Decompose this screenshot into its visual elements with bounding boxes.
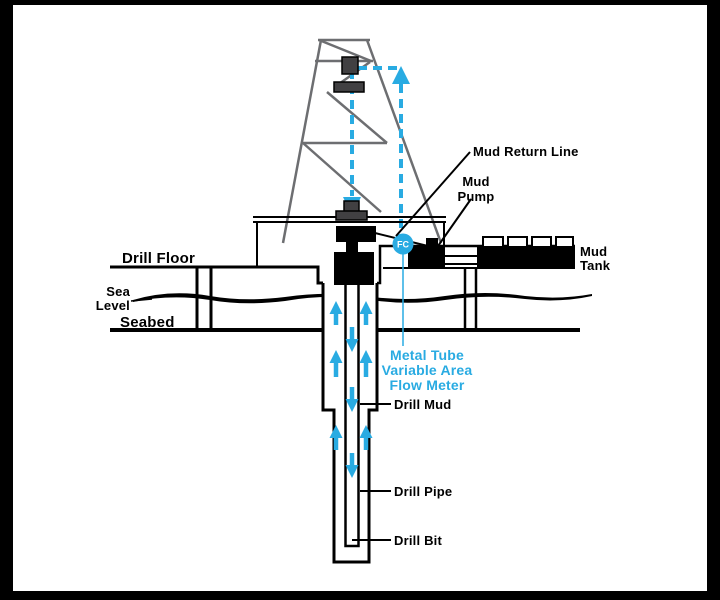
mud-pump-callout [437, 198, 472, 247]
mud-tank-label-line2: Tank [580, 258, 611, 273]
flow-meter-label-line1: Metal Tube [390, 347, 464, 363]
pipe-downflow-arrows [345, 327, 359, 478]
traveling-block [333, 81, 365, 93]
flow-meter-label-line2: Variable Area [382, 362, 473, 378]
mud-tank-label-line1: Mud [580, 244, 607, 259]
crown-block [341, 56, 359, 75]
mud-pump-label-line1: Mud [462, 174, 489, 189]
swivel [335, 200, 368, 221]
mud-tank [477, 247, 575, 268]
flow-computer-badge-label: FC [397, 240, 409, 250]
drill-floor-label: Drill Floor [122, 250, 195, 267]
mud-tank-compartments [482, 236, 574, 248]
annulus-upflow-arrows [329, 301, 373, 450]
upflow-arrowhead [392, 66, 410, 84]
mud-return-line-label: Mud Return Line [473, 144, 579, 159]
drill-pipe-label: Drill Pipe [394, 484, 452, 499]
wellhead-bop-stack [334, 226, 376, 285]
callout-lines [352, 151, 472, 541]
drill-floor-deck-left [110, 265, 323, 285]
mud-pump [408, 238, 445, 268]
mud-return-line-callout [395, 151, 471, 237]
flow-meter-label-line3: Flow Meter [389, 377, 464, 393]
drill-bit-label: Drill Bit [394, 533, 442, 548]
sea-level-label-line1: Sea [106, 284, 130, 299]
drill-mud-label: Drill Mud [394, 397, 451, 412]
sea-level-pointer-line [130, 298, 153, 302]
sea-level-label-line2: Level [96, 298, 130, 313]
seabed-label: Seabed [120, 314, 175, 331]
well-casing [321, 283, 379, 564]
drill-pipe [344, 283, 360, 548]
pump-tank-pipes [445, 255, 478, 265]
mud-pump-label-line2: Pump [458, 189, 495, 204]
flow-computer-badge [392, 233, 414, 255]
